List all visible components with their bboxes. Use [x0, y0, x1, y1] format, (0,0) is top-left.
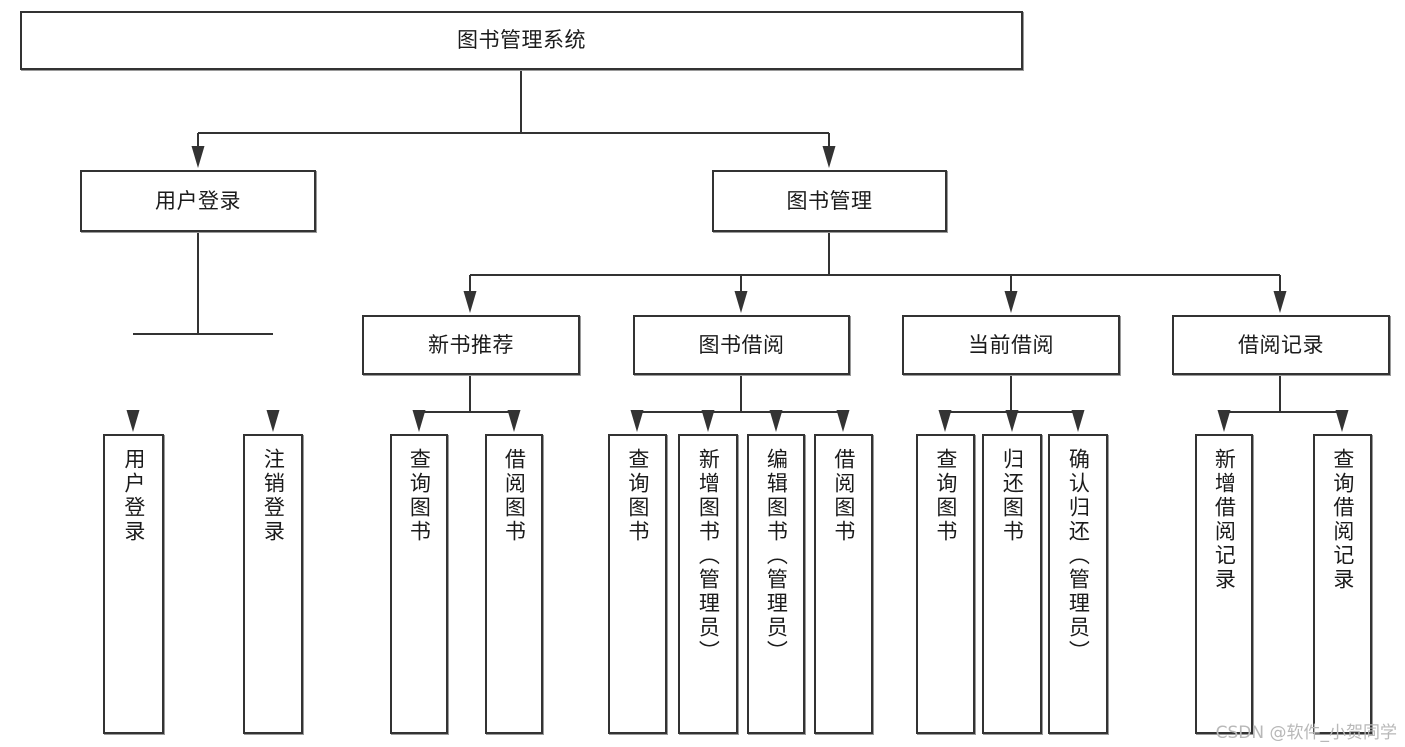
arrow-leaf-edit-book-head [769, 410, 783, 432]
node-label: 当前借阅 [968, 332, 1054, 357]
arrow-new-book-recommend-head [463, 291, 477, 313]
arrow-book-borrow-head [734, 291, 748, 313]
node-label: 归还图书 [1000, 448, 1025, 544]
node-label: 新书推荐 [428, 332, 514, 357]
arrow-user-login-head [191, 146, 205, 168]
node-label: 确认归还（管理员） [1066, 448, 1091, 664]
node-root-root[interactable]: 图书管理系统 [20, 11, 1023, 70]
node-leaf-leaf-query-book-current[interactable]: 查询图书 [916, 434, 975, 734]
arrow-current-borrow-head [1004, 291, 1018, 313]
node-label: 用户登录 [121, 448, 146, 544]
node-leaf-leaf-borrow-book[interactable]: 借阅图书 [814, 434, 873, 734]
node-level3-borrow-record[interactable]: 借阅记录 [1172, 315, 1390, 375]
node-level3-book-borrow[interactable]: 图书借阅 [633, 315, 850, 375]
node-label: 查询图书 [933, 448, 958, 544]
arrow-leaf-user-login-head [126, 410, 140, 432]
node-leaf-leaf-query-book-recommend[interactable]: 查询图书 [390, 434, 448, 734]
node-level2-user-login[interactable]: 用户登录 [80, 170, 316, 232]
arrow-leaf-add-book-head [701, 410, 715, 432]
node-label: 注销登录 [261, 448, 286, 544]
node-label: 新增借阅记录 [1212, 448, 1237, 592]
node-label: 借阅图书 [502, 448, 527, 544]
node-leaf-leaf-user-login[interactable]: 用户登录 [103, 434, 164, 734]
arrow-leaf-add-borrow-record-head [1217, 410, 1231, 432]
node-leaf-leaf-add-book[interactable]: 新增图书（管理员） [678, 434, 738, 734]
node-label: 查询图书 [625, 448, 650, 544]
arrow-leaf-borrow-book-head [836, 410, 850, 432]
node-label: 新增图书（管理员） [696, 448, 721, 664]
node-level3-new-book-recommend[interactable]: 新书推荐 [362, 315, 580, 375]
arrow-leaf-return-book-head [1005, 410, 1019, 432]
node-label: 图书管理 [786, 188, 873, 213]
node-leaf-leaf-borrow-book-recommend[interactable]: 借阅图书 [485, 434, 543, 734]
node-leaf-leaf-confirm-return[interactable]: 确认归还（管理员） [1048, 434, 1108, 734]
node-label: 图书借阅 [698, 332, 785, 357]
node-label: 用户登录 [155, 188, 241, 213]
arrow-book-manage-head [822, 146, 836, 168]
node-leaf-leaf-add-borrow-record[interactable]: 新增借阅记录 [1195, 434, 1253, 734]
arrow-leaf-query-borrow-record-head [1335, 410, 1349, 432]
arrow-leaf-query-book-recommend-head [412, 410, 426, 432]
node-level3-current-borrow[interactable]: 当前借阅 [902, 315, 1120, 375]
node-label: 图书管理系统 [457, 28, 586, 53]
node-level2-book-manage[interactable]: 图书管理 [712, 170, 947, 232]
node-leaf-leaf-query-book-borrow[interactable]: 查询图书 [608, 434, 667, 734]
node-label: 查询借阅记录 [1330, 448, 1355, 592]
arrow-leaf-confirm-return-head [1071, 410, 1085, 432]
arrow-leaf-logout-head [266, 410, 280, 432]
node-label: 编辑图书（管理员） [764, 448, 789, 664]
node-label: 查询图书 [407, 448, 432, 544]
arrow-borrow-record-head [1273, 291, 1287, 313]
node-leaf-leaf-return-book[interactable]: 归还图书 [982, 434, 1042, 734]
node-leaf-leaf-query-borrow-record[interactable]: 查询借阅记录 [1313, 434, 1372, 734]
node-label: 借阅记录 [1238, 332, 1324, 357]
arrow-leaf-borrow-book-recommend-head [507, 410, 521, 432]
arrow-leaf-query-book-current-head [938, 410, 952, 432]
node-leaf-leaf-logout[interactable]: 注销登录 [243, 434, 303, 734]
node-label: 借阅图书 [831, 448, 856, 544]
node-leaf-leaf-edit-book[interactable]: 编辑图书（管理员） [747, 434, 805, 734]
arrow-leaf-query-book-borrow-head [630, 410, 644, 432]
